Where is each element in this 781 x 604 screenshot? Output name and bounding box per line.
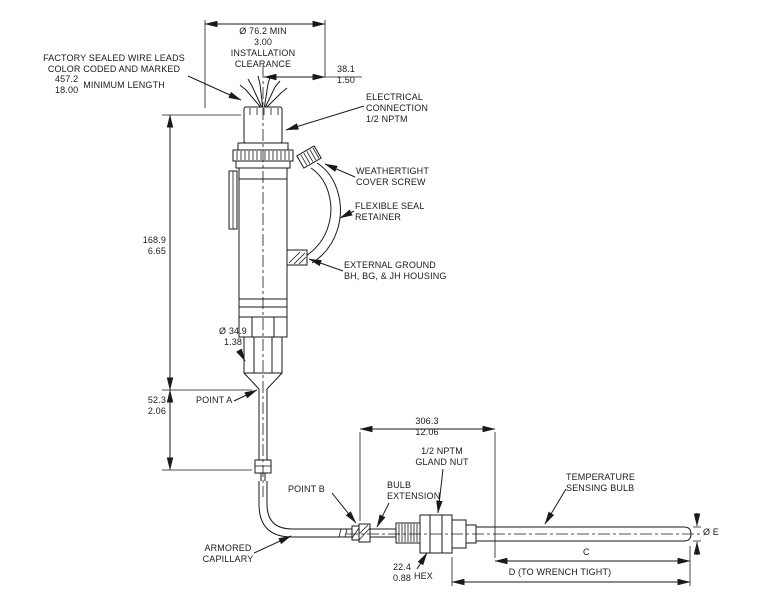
flexible-conduit (305, 162, 341, 264)
label-flexible-seal-retainer: FLEXIBLE SEAL RETAINER (355, 201, 425, 222)
dimension-lines (162, 20, 701, 586)
label-point-b: POINT B (288, 484, 325, 494)
wire-leads (239, 75, 288, 111)
label-hex: HEX (414, 571, 433, 581)
dim-housing-diameter: Ø 34.9 1.38 (219, 326, 247, 347)
label-wire-leads-note: FACTORY SEALED WIRE LEADS COLOR CODED AN… (43, 53, 185, 74)
wire-lead-length-text: MINIMUM LENGTH (83, 79, 165, 90)
label-temperature-sensing-bulb: TEMPERATURE SENSING BULB (566, 472, 635, 493)
dim-wire-lead-length: 457.2 18.00 MINIMUM LENGTH (55, 74, 165, 96)
ground-lug (286, 249, 308, 266)
dim-hex-size: 22.4 0.88 (392, 562, 412, 583)
armored-capillary-tube (258, 481, 352, 538)
cover-screw (296, 145, 322, 169)
dim-extension-length: 306.3 12.06 (415, 416, 439, 437)
dim-housing-height: 168.9 6.65 (142, 235, 166, 256)
leader-lines (187, 75, 567, 570)
label-gland-nut: 1/2 NPTM GLAND NUT (415, 446, 469, 467)
centerlines (262, 66, 702, 535)
wire-lead-length-values: 457.2 18.00 (55, 74, 79, 95)
mounting-clip (228, 170, 238, 230)
extension-tube (370, 528, 396, 538)
dim-installation-clearance: Ø 76.2 MIN 3.00 INSTALLATION CLEARANCE (230, 26, 296, 69)
label-point-a: POINT A (196, 395, 233, 405)
point-b-fitting (351, 523, 371, 543)
dim-c: C (583, 547, 590, 557)
label-electrical-connection: ELECTRICAL CONNECTION 1/2 NPTM (366, 92, 428, 124)
dim-e: Ø E (703, 527, 719, 537)
label-bulb-extension: BULB EXTENSION (387, 480, 441, 501)
thread-fitting (395, 522, 421, 544)
dim-clearance-offset: 38.1 1.50 (336, 64, 356, 85)
dim-d: D (TO WRENCH TIGHT) (508, 567, 612, 577)
label-armored-capillary: ARMORED CAPILLARY (202, 543, 254, 564)
label-weathertight-cover-screw: WEATHERTIGHT COVER SCREW (356, 166, 429, 187)
label-external-ground: EXTERNAL GROUND BH, BG, & JH HOUSING (344, 260, 447, 281)
dim-lower-length: 52.3 2.06 (147, 395, 166, 416)
